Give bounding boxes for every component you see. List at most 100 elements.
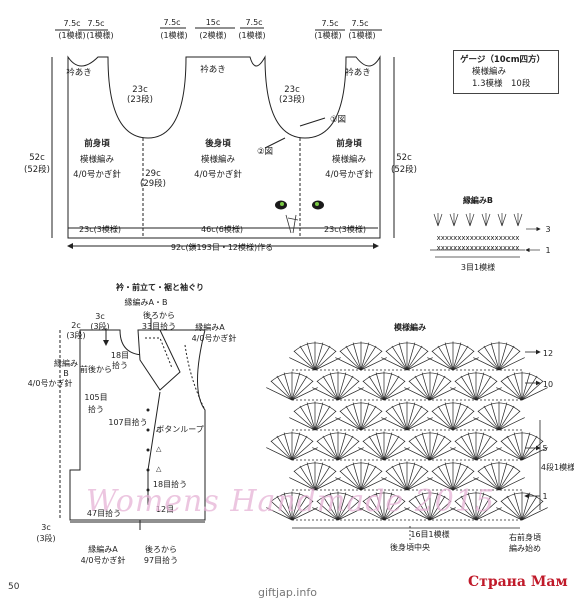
collar-c3r: (3段) (90, 321, 109, 331)
top-label-5: 7.5c (245, 18, 262, 27)
collar-sub: 縁編みA・B (125, 297, 168, 307)
front-right-stitch: 模様編み (332, 154, 367, 165)
armhole-left-cm: 23c (132, 85, 148, 95)
collar-button: ボタンループ (156, 425, 204, 434)
fan-stitch (266, 491, 318, 521)
side-right-cm: 52c (396, 153, 412, 163)
top-label-1: 7.5c (63, 19, 80, 28)
top-label-5-sub: (1模様) (238, 30, 265, 40)
pattern-bottom-repeat: 16目1模様 (410, 529, 449, 539)
pattern-chart (266, 341, 548, 521)
pattern-row10: 10 (543, 380, 553, 389)
top-label-3: 7.5c (163, 18, 180, 27)
fan-stitch (496, 431, 548, 461)
top-label-2: 7.5c (87, 19, 104, 28)
edge-b-fans (433, 213, 541, 258)
edge-b-title: 縁編みB (463, 195, 493, 205)
top-label-4-sub: (2模様) (199, 30, 226, 40)
fan-stitch (381, 341, 433, 371)
fan-stitch (427, 461, 479, 491)
fan-stitch (289, 461, 341, 491)
fan-stitch (473, 341, 525, 371)
mid-left-rows: (29段) (140, 178, 166, 189)
edge-b-repeat: 3目1模様 (461, 262, 495, 272)
fan-stitch (358, 371, 410, 401)
svg-text:xxxxxxxxxxxxxxxxxxxx: xxxxxxxxxxxxxxxxxxxx (437, 234, 520, 242)
fan-stitch (381, 401, 433, 431)
collar-pick107: 107目拾う (108, 417, 147, 427)
svg-text:△: △ (156, 465, 162, 473)
pattern-arrows (292, 349, 541, 540)
collar-back97: 後ろから (145, 544, 177, 554)
edge-b-row3: 3 (545, 225, 550, 234)
fan-stitch (289, 401, 341, 431)
top-label-6-sub: (1模様) (314, 30, 341, 40)
gauge-line1: 模様編み (472, 67, 507, 77)
collar-pick18: 18目 (111, 351, 129, 360)
collar-back97b: 97目拾う (144, 555, 178, 565)
fan-stitch (358, 491, 410, 521)
neck-label-center: 衿あき (200, 64, 226, 75)
collar-c3: 3c (95, 312, 105, 321)
pattern-row12: 12 (543, 349, 553, 358)
collar-c2r: (3段) (66, 330, 85, 340)
fan-stitch (335, 401, 387, 431)
neck-label-left: 衿あき (66, 67, 92, 78)
body-outline (67, 55, 381, 239)
fan-stitch (335, 461, 387, 491)
fan-stitch (427, 341, 479, 371)
fig1-pointer (299, 117, 326, 127)
fan-stitch (312, 371, 364, 401)
top-label-7: 7.5c (351, 19, 368, 28)
fan-stitch (450, 431, 502, 461)
total-label: 92c(鎖193目・12模様)作る (171, 242, 273, 252)
fan-stitch (358, 431, 410, 461)
pattern-right-front2: 編み始め (509, 543, 541, 553)
collar-edgeB2: B (63, 369, 69, 378)
collar-title: 衿・前立て・裾と袖ぐり (116, 282, 204, 292)
back-hook: 4/0号かぎ針 (194, 169, 242, 180)
fan-stitch (496, 371, 548, 401)
gauge-title: ゲージ（10cm四方） (460, 55, 546, 65)
front-right-title: 前身頃 (336, 138, 362, 149)
collar-edgeA-hook: 4/0号かぎ針 (192, 333, 237, 343)
fan-stitch (404, 491, 456, 521)
fan-stitch (473, 461, 525, 491)
fan-stitch (404, 371, 456, 401)
top-label-7-sub: (1模様) (348, 30, 375, 40)
top-label-1-sub: (1模様) (58, 30, 85, 40)
collar-hookB: 4/0号かぎ針 (28, 378, 73, 388)
collar-back33: 後ろから (143, 310, 175, 320)
armhole-left-rows: (23段) (127, 94, 153, 105)
bottom-center-label: 46c(6模様) (201, 224, 243, 234)
fan-stitch (450, 371, 502, 401)
collar-edgeA: 縁編みA (195, 322, 225, 332)
neck-label-right: 衿あき (345, 67, 371, 78)
body-schematic (51, 27, 395, 249)
front-right-hook: 4/0号かぎ針 (325, 169, 373, 180)
collar-front105: 前後から (80, 364, 112, 374)
site-url: giftjap.info (258, 586, 317, 599)
collar-c2: 2c (71, 321, 81, 330)
collar-pick47: 47目拾う (87, 508, 121, 518)
collar-diagram (59, 318, 206, 530)
side-left-rows: (52段) (24, 164, 50, 175)
gauge-box: ゲージ（10cm四方） 模様編み 1.3模様 10段 (453, 50, 559, 94)
pattern-repeat-note: 4段1模様 (541, 462, 574, 472)
page-number: 50 (8, 582, 20, 592)
fan-stitch (312, 431, 364, 461)
cat-face-icon (275, 200, 324, 234)
collar-edgeB: 縁編み (54, 358, 78, 368)
fan-stitch (289, 341, 341, 371)
collar-piece (137, 329, 181, 391)
button-loops: △ △ △ (146, 408, 162, 492)
edge-b-row1: 1 (545, 246, 550, 255)
watermark: Womens Handmade 2015 (86, 484, 496, 519)
edge-b-stitches: xxxxxxxxxxxxxxxxxxxx xxxxxxxxxxxxxxxxxxx… (437, 234, 520, 252)
fig1-label: ①図 (330, 115, 346, 125)
back-title: 後身頃 (205, 138, 231, 149)
top-label-2-sub: (1模様) (86, 30, 113, 40)
back-stitch: 模様編み (201, 154, 236, 165)
fan-stitch (312, 491, 364, 521)
fan-stitch (266, 431, 318, 461)
